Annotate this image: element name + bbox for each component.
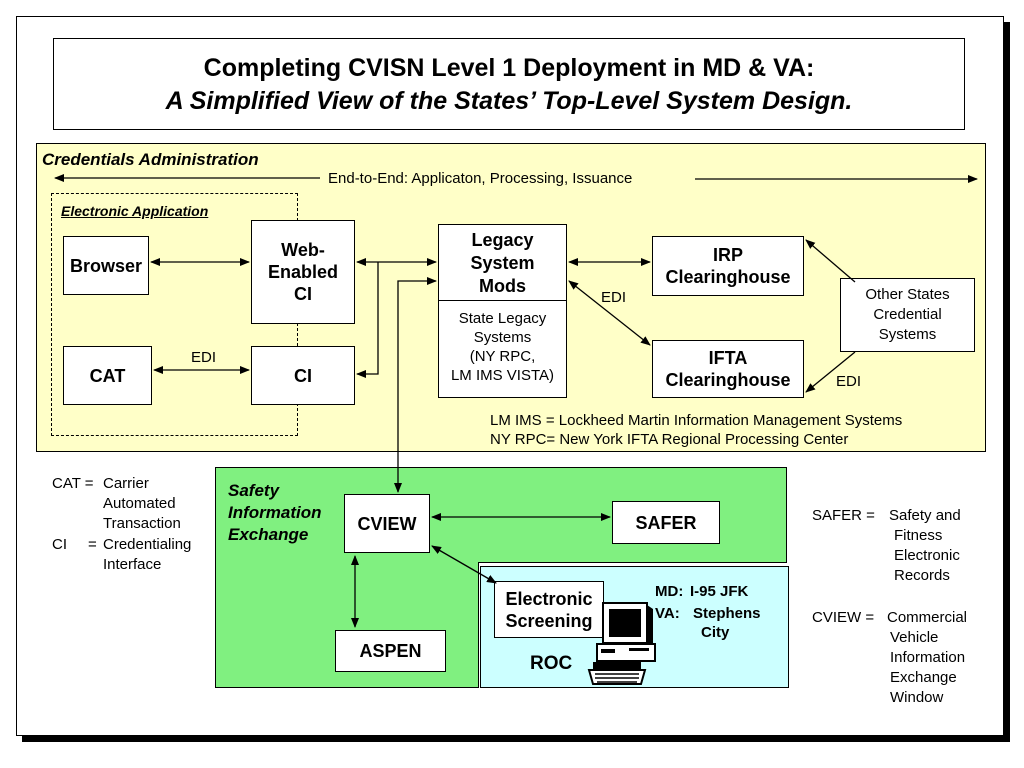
other-states-line3: Systems <box>878 326 937 343</box>
ifta-line2: Clearinghouse <box>665 370 791 390</box>
state-legacy-line4: LM IMS VISTA) <box>450 367 555 384</box>
legend-cat-term: CAT = <box>52 475 94 492</box>
safety-heading: Safety Information Exchange <box>228 480 322 546</box>
legend-safer-term: SAFER = <box>812 507 875 524</box>
roc-label: ROC <box>530 653 573 674</box>
legend-cview-line1: Commercial <box>887 609 968 626</box>
legend-safer-line4: Records <box>894 567 950 584</box>
note-lm-ims: LM IMS = Lockheed Martin Information Man… <box>490 412 903 429</box>
other-states-line1: Other States <box>865 286 950 303</box>
title-line2: A Simplified View of the States’ Top-Lev… <box>165 87 853 115</box>
legend-cat-line3: Transaction <box>103 515 181 532</box>
legend-ci-definition: Credentialing Interface <box>103 535 191 575</box>
legend-cat-definition: Carrier Automated Transaction <box>103 474 181 534</box>
other-states-box: Other States Credential Systems <box>840 278 975 352</box>
end-to-end-label: End-to-End: Applicaton, Processing, Issu… <box>328 170 633 187</box>
ifta-line1: IFTA <box>708 348 748 368</box>
web-enabled-ci-box: Web- Enabled CI <box>251 220 355 324</box>
web-ci-line3: CI <box>293 284 312 304</box>
state-legacy-line1: State Legacy <box>458 310 547 327</box>
legend-safer-line2: Fitness <box>894 527 943 544</box>
browser-box: Browser <box>63 236 149 295</box>
screening-line1: Electronic <box>505 588 593 609</box>
ci-legacy-connector <box>356 262 379 378</box>
legend-ci-term: CI <box>52 536 67 553</box>
electronic-application-heading: Electronic Application <box>61 203 209 219</box>
safer-box: SAFER <box>612 501 720 544</box>
va-value-line2: City <box>701 624 730 641</box>
safer-label: SAFER <box>635 512 697 533</box>
safety-heading-line1: Safety <box>228 481 280 500</box>
va-value-line1: Stephens <box>693 605 761 622</box>
credentials-administration-heading: Credentials Administration <box>42 150 259 169</box>
safety-heading-line3: Exchange <box>228 525 309 544</box>
legacy-mods-line1: Legacy <box>471 230 534 250</box>
legacy-mods-line3: Mods <box>479 276 526 296</box>
legacy-system-box: Legacy System Mods State Legacy Systems … <box>438 224 567 398</box>
state-legacy-systems: State Legacy Systems (NY RPC, LM IMS VIS… <box>439 301 566 385</box>
legend-safer-definition: Safety and Fitness Electronic Records <box>889 506 961 586</box>
aspen-box: ASPEN <box>335 630 446 672</box>
irp-line2: Clearinghouse <box>665 267 791 287</box>
edi-cat-ci-label: EDI <box>191 349 217 366</box>
va-label: VA: <box>655 605 680 622</box>
legend-cat-line2: Automated <box>103 495 176 512</box>
legend-cview-line4: Exchange <box>890 669 957 686</box>
ifta-clearinghouse-box: IFTA Clearinghouse <box>652 340 804 398</box>
legend-cview-line5: Window <box>890 689 944 706</box>
irp-other-connector <box>805 239 856 283</box>
irp-line1: IRP <box>712 245 743 265</box>
screening-line2: Screening <box>505 610 593 631</box>
computer-terminal-icon <box>587 602 656 685</box>
md-label: MD: <box>655 583 684 600</box>
irp-clearinghouse-box: IRP Clearinghouse <box>652 236 804 296</box>
md-value: I-95 JFK <box>690 583 749 600</box>
note-ny-rpc: NY RPC= New York IFTA Regional Processin… <box>490 431 849 448</box>
legend-ci-line2: Interface <box>103 556 162 573</box>
web-ci-line1: Web- <box>281 240 325 260</box>
cview-box: CVIEW <box>344 494 430 553</box>
legacy-mods-line2: System <box>470 253 535 273</box>
web-ci-line2: Enabled <box>267 262 338 282</box>
legacy-cview-connector <box>394 277 437 493</box>
ci-label: CI <box>294 365 312 386</box>
legend-cview-term: CVIEW = <box>812 609 875 626</box>
legend-cview-line3: Information <box>890 649 966 666</box>
va-value: Stephens City <box>693 604 761 642</box>
ifta-other-connector <box>805 351 856 393</box>
cat-label: CAT <box>89 365 126 386</box>
other-states-line2: Credential <box>873 306 942 323</box>
legend-ci-line1: Credentialing <box>103 536 192 553</box>
cview-label: CVIEW <box>357 513 417 534</box>
legend-safer-line3: Electronic <box>894 547 960 564</box>
legacy-ifta-connector <box>568 280 651 346</box>
title-line1: Completing CVISN Level 1 Deployment in M… <box>203 54 815 82</box>
electronic-screening-box: Electronic Screening <box>494 581 604 638</box>
edi-ifta-other-label: EDI <box>836 373 862 390</box>
cat-box: CAT <box>63 346 152 405</box>
legend-cat-line1: Carrier <box>103 475 149 492</box>
legend-ci-equals: = <box>88 536 97 553</box>
browser-label: Browser <box>69 255 143 276</box>
state-legacy-line2: Systems <box>473 329 532 346</box>
state-legacy-line3: (NY RPC, <box>469 348 536 365</box>
legend-safer-line1: Safety and <box>889 507 961 524</box>
legend-cview-line2: Vehicle <box>890 629 939 646</box>
cview-screening-connector <box>431 545 497 584</box>
ci-box: CI <box>251 346 355 405</box>
title-box: Completing CVISN Level 1 Deployment in M… <box>53 38 965 130</box>
legend-cview-definition: Commercial Vehicle Information Exchange … <box>887 608 967 708</box>
safety-heading-line2: Information <box>228 503 322 522</box>
aspen-label: ASPEN <box>359 641 422 661</box>
legacy-system-mods: Legacy System Mods <box>439 225 566 301</box>
